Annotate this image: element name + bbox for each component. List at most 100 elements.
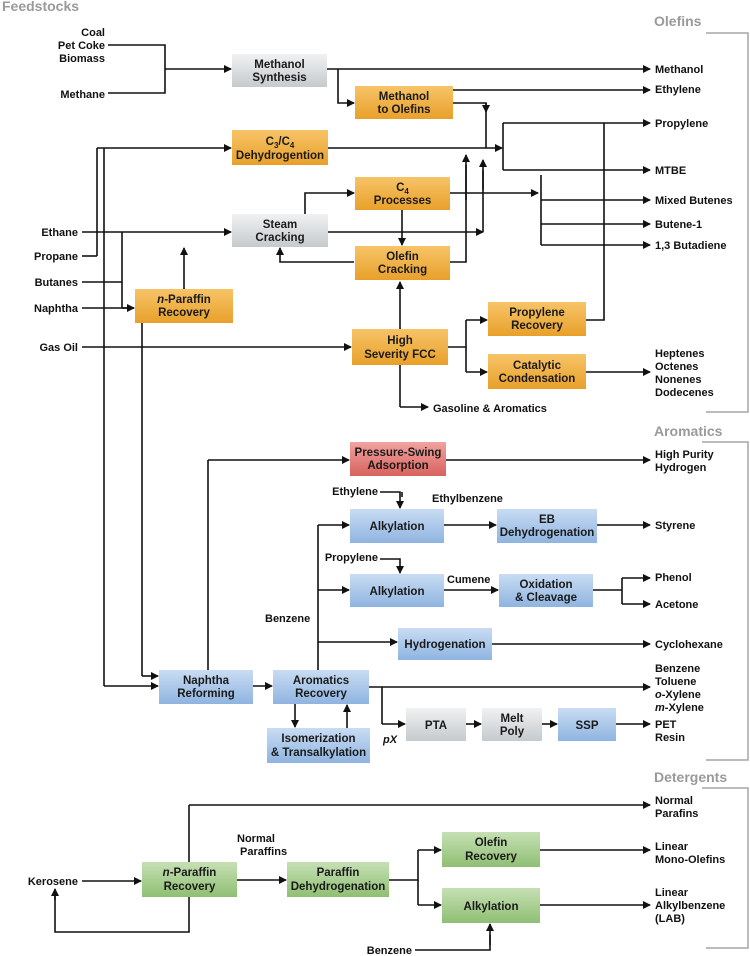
svg-text:Steam: Steam xyxy=(263,219,298,231)
svg-text:Isomerization: Isomerization xyxy=(281,733,355,745)
svg-text:Methanol: Methanol xyxy=(379,91,429,103)
svg-text:Cracking: Cracking xyxy=(378,264,427,276)
output-phenol: Phenol xyxy=(655,572,692,584)
output-pet: PET xyxy=(655,719,677,731)
svg-text:Hydrogenation: Hydrogenation xyxy=(404,639,485,651)
output-mono-olefins: Mono-Olefins xyxy=(655,854,725,866)
output-nonenes: Nonenes xyxy=(655,374,701,386)
intermediate-labels: Gasoline & Aromatics Ethylene Ethylbenze… xyxy=(237,403,547,956)
input-naphtha: Naphtha xyxy=(34,303,79,315)
svg-text:Paraffin: Paraffin xyxy=(317,867,360,879)
box-ssp: SSP xyxy=(558,708,616,741)
box-isomerization-transalkylation: Isomerization & Transalkylation xyxy=(267,728,370,763)
svg-text:Recovery: Recovery xyxy=(164,881,216,893)
svg-text:Naphtha: Naphtha xyxy=(183,675,230,687)
svg-text:Pressure-Swing: Pressure-Swing xyxy=(355,447,442,459)
bracket-aromatics xyxy=(702,441,749,761)
box-hydrogenation: Hydrogenation xyxy=(398,628,492,660)
input-gas-oil: Gas Oil xyxy=(39,342,78,354)
svg-text:Oxidation: Oxidation xyxy=(519,579,572,591)
svg-text:Dehydrogenation: Dehydrogenation xyxy=(500,527,595,539)
svg-text:Recovery: Recovery xyxy=(295,688,347,700)
output-m-xylene: m-Xylene xyxy=(655,702,704,714)
output-mixed-butenes: Mixed Butenes xyxy=(655,195,733,207)
input-propylene: Propylene xyxy=(325,552,378,564)
svg-text:SSP: SSP xyxy=(575,720,598,732)
svg-text:Methanol: Methanol xyxy=(254,59,304,71)
output-mtbe: MTBE xyxy=(655,165,686,177)
box-alkylation-cumene: Alkylation xyxy=(350,574,444,607)
output-linear-2: Linear xyxy=(655,887,689,899)
box-c4-processes: C4 Processes xyxy=(355,177,450,210)
bracket-olefins xyxy=(706,32,749,413)
feedstock-labels: Coal Pet Coke Biomass Methane Ethane Pro… xyxy=(28,27,105,888)
bracket-detergents xyxy=(702,787,749,949)
section-olefins: Olefins xyxy=(654,13,702,29)
output-acetone: Acetone xyxy=(655,599,698,611)
output-parafins: Parafins xyxy=(655,808,698,820)
flow-lines xyxy=(51,44,651,951)
box-high-severity-fcc: High Severity FCC xyxy=(352,329,448,365)
box-alkylation-detergents: Alkylation xyxy=(442,888,540,923)
svg-text:n-Paraffin: n-Paraffin xyxy=(163,867,217,879)
svg-text:Propylene: Propylene xyxy=(509,307,565,319)
box-pta: PTA xyxy=(406,708,466,741)
output-labels: Methanol Ethylene Propylene MTBE Mixed B… xyxy=(655,64,733,925)
svg-text:High: High xyxy=(387,335,413,347)
svg-text:C3/C4: C3/C4 xyxy=(266,136,295,150)
svg-text:Reforming: Reforming xyxy=(177,688,235,700)
output-heptenes: Heptenes xyxy=(655,348,705,360)
label-gasoline-aromatics: Gasoline & Aromatics xyxy=(433,403,547,415)
output-butadiene: 1,3 Butadiene xyxy=(655,240,727,252)
input-coal: Coal xyxy=(81,27,105,39)
svg-text:Dehydrogenation: Dehydrogenation xyxy=(291,881,386,893)
label-ethylbenzene: Ethylbenzene xyxy=(432,493,503,505)
input-propane: Propane xyxy=(34,251,78,263)
box-melt-poly: Melt Poly xyxy=(482,708,542,741)
output-normal: Normal xyxy=(655,795,693,807)
label-px: pX xyxy=(382,734,398,746)
svg-text:Processes: Processes xyxy=(374,195,432,207)
box-c3c4-dehydrogenation: C3/C4 Dehydrogention xyxy=(232,130,328,165)
label-benzene-spine: Benzene xyxy=(265,613,310,625)
output-alkylbenzene: Alkylbenzene xyxy=(655,900,725,912)
box-oxidation-cleavage: Oxidation & Cleavage xyxy=(499,574,593,607)
svg-text:Alkylation: Alkylation xyxy=(464,901,519,913)
svg-text:Aromatics: Aromatics xyxy=(293,675,349,687)
svg-text:n-Paraffin: n-Paraffin xyxy=(157,294,211,306)
box-methanol-to-olefins: Methanol to Olefins xyxy=(355,86,453,119)
output-styrene: Styrene xyxy=(655,520,695,532)
label-normal-paraffins-2: Paraffins xyxy=(240,846,287,858)
box-catalytic-condensation: Catalytic Condensation xyxy=(488,354,586,389)
label-normal-paraffins-1: Normal xyxy=(237,833,275,845)
input-kerosene: Kerosene xyxy=(28,876,78,888)
output-propylene: Propylene xyxy=(655,118,708,130)
svg-text:Olefin: Olefin xyxy=(475,837,508,849)
svg-text:Dehydrogention: Dehydrogention xyxy=(236,150,324,162)
svg-text:Alkylation: Alkylation xyxy=(370,521,425,533)
output-resin: Resin xyxy=(655,732,685,744)
svg-text:Condensation: Condensation xyxy=(499,373,576,385)
section-aromatics: Aromatics xyxy=(654,423,723,439)
section-feedstocks: Feedstocks xyxy=(2,0,79,14)
label-cumene: Cumene xyxy=(447,574,490,586)
output-dodecenes: Dodecenes xyxy=(655,387,714,399)
box-paraffin-dehydrogenation: Paraffin Dehydrogenation xyxy=(287,862,389,897)
svg-text:EB: EB xyxy=(539,514,555,526)
svg-text:Olefin: Olefin xyxy=(386,251,419,263)
input-butanes: Butanes xyxy=(35,277,78,289)
input-biomass: Biomass xyxy=(59,53,105,65)
svg-text:Synthesis: Synthesis xyxy=(252,72,306,84)
output-toluene: Toluene xyxy=(655,676,696,688)
box-aromatics-recovery: Aromatics Recovery xyxy=(273,670,369,704)
box-pressure-swing-adsorption: Pressure-Swing Adsorption xyxy=(350,442,446,476)
svg-text:& Cleavage: & Cleavage xyxy=(515,592,577,604)
svg-text:Catalytic: Catalytic xyxy=(513,360,562,372)
input-methane: Methane xyxy=(60,89,105,101)
output-butene-1: Butene-1 xyxy=(655,219,702,231)
input-ethylene: Ethylene xyxy=(332,486,378,498)
box-naphtha-reforming: Naphtha Reforming xyxy=(159,670,253,704)
svg-text:Recovery: Recovery xyxy=(465,851,517,863)
svg-text:Melt: Melt xyxy=(501,713,524,725)
